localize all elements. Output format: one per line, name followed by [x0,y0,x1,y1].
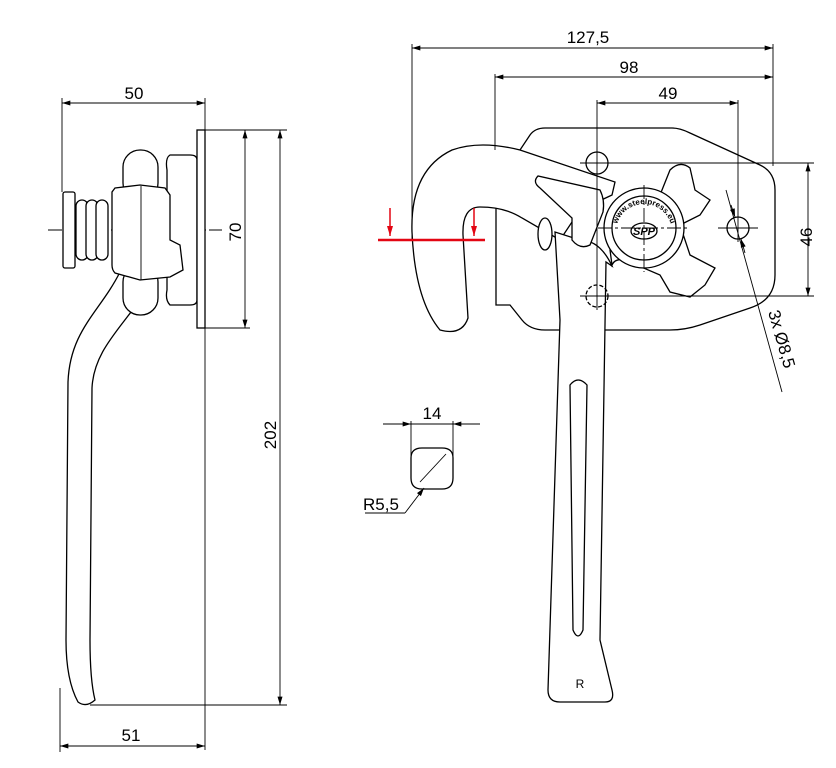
washer [62,191,76,269]
dim-49: 49 [659,84,678,103]
rod-section: 14 R5,5 [363,404,480,514]
lever-slot [569,379,588,637]
dim-14: 14 [423,404,442,423]
dim-98: 98 [620,58,639,77]
dim-holes: 3x Ø8,5 [764,308,799,370]
logo: SPP [633,226,656,238]
dim-202: 202 [261,421,280,449]
mount-plate [196,129,206,329]
dim-70: 70 [226,223,245,242]
dim-50: 50 [125,84,144,103]
dim-46: 46 [797,228,816,247]
front-view: SPP www.steelpress.eu R 127,5 98 49 46 3… [363,28,816,703]
dim-r5-5: R5,5 [363,495,399,514]
rivet [537,217,553,251]
spring-icon [75,199,109,261]
dim-51: 51 [122,726,141,745]
side-view: 50 70 202 51 [48,84,287,752]
handle-rod [65,271,153,706]
knob-body [111,184,184,281]
cam-slot [534,175,605,248]
handle-side-mark: R [576,677,585,691]
bracket [165,154,198,306]
dim-127-5: 127,5 [567,28,610,47]
logo-oval [630,222,658,240]
